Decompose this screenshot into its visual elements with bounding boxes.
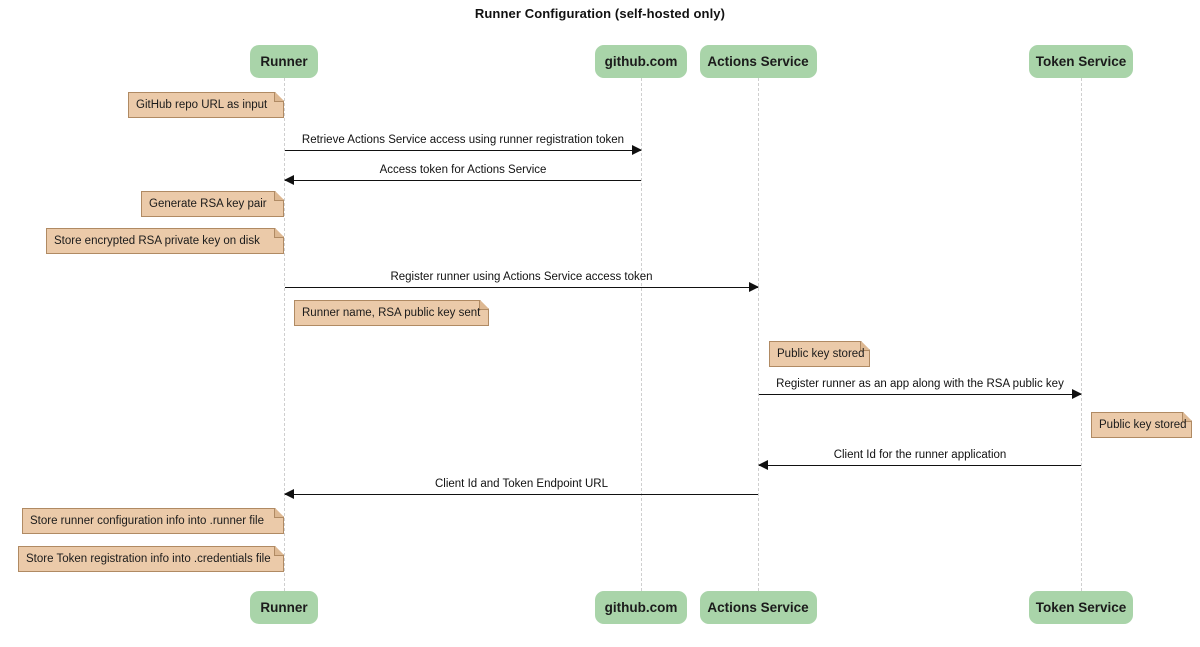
note-text: Public key stored: [777, 348, 865, 360]
participant-label: Actions Service: [707, 600, 809, 615]
note-fold-icon: [274, 547, 283, 556]
arrow-head-icon: [284, 175, 294, 185]
lifeline-token: [1081, 78, 1082, 591]
arrow-shaft: [759, 394, 1081, 395]
arrow-shaft: [759, 465, 1081, 466]
participant-label: github.com: [604, 600, 678, 615]
arrow-shaft: [285, 494, 758, 495]
message-label: Client Id and Token Endpoint URL: [434, 478, 609, 491]
lifeline-runner: [284, 78, 285, 591]
message-label: Client Id for the runner application: [833, 449, 1007, 462]
participant-label: github.com: [604, 54, 678, 69]
arrow-head-icon: [1072, 389, 1082, 399]
note-fold-icon: [274, 93, 283, 102]
note-fold-icon: [274, 192, 283, 201]
arrow-head-icon: [632, 145, 642, 155]
note-store-encrypted-key: Store encrypted RSA private key on disk: [46, 228, 284, 254]
page-title: Runner Configuration (self-hosted only): [474, 6, 726, 21]
note-public-key-stored-2: Public key stored: [1091, 412, 1192, 438]
participant-actions-bottom[interactable]: Actions Service: [699, 591, 817, 624]
note-fold-icon: [274, 229, 283, 238]
note-text: GitHub repo URL as input: [136, 99, 268, 111]
note-text: Runner name, RSA public key sent: [302, 307, 481, 319]
arrow-shaft: [285, 180, 641, 181]
participant-runner-bottom[interactable]: Runner: [250, 591, 318, 624]
participant-label: Actions Service: [707, 54, 809, 69]
participant-github-bottom[interactable]: github.com: [595, 591, 687, 624]
message-label: Retrieve Actions Service access using ru…: [301, 134, 625, 147]
participant-token-top[interactable]: Token Service: [1029, 45, 1133, 78]
message-label: Register runner using Actions Service ac…: [390, 271, 653, 284]
message-label: Register runner as an app along with the…: [776, 378, 1064, 391]
participant-label: Token Service: [1035, 54, 1127, 69]
arrow-shaft: [285, 150, 641, 151]
participant-github-top[interactable]: github.com: [595, 45, 687, 78]
note-runner-name-pubkey: Runner name, RSA public key sent: [294, 300, 489, 326]
note-store-runner-config: Store runner configuration info into .ru…: [22, 508, 284, 534]
participant-actions-top[interactable]: Actions Service: [699, 45, 817, 78]
note-fold-icon: [860, 342, 869, 351]
note-text: Store encrypted RSA private key on disk: [54, 235, 260, 247]
note-github-repo-url: GitHub repo URL as input: [128, 92, 284, 118]
message-label: Access token for Actions Service: [379, 164, 547, 177]
note-text: Public key stored: [1099, 419, 1187, 431]
lifeline-actions: [758, 78, 759, 591]
participant-token-bottom[interactable]: Token Service: [1029, 591, 1133, 624]
arrow-shaft: [285, 287, 758, 288]
participant-label: Runner: [260, 54, 308, 69]
participant-label: Runner: [260, 600, 308, 615]
note-text: Store runner configuration info into .ru…: [30, 515, 264, 527]
lifeline-github: [641, 78, 642, 591]
note-fold-icon: [479, 301, 488, 310]
note-text: Generate RSA key pair: [149, 198, 267, 210]
note-public-key-stored-1: Public key stored: [769, 341, 870, 367]
note-fold-icon: [1182, 413, 1191, 422]
arrow-head-icon: [284, 489, 294, 499]
note-fold-icon: [274, 509, 283, 518]
participant-runner-top[interactable]: Runner: [250, 45, 318, 78]
note-store-token-registration: Store Token registration info into .cred…: [18, 546, 284, 572]
note-text: Store Token registration info into .cred…: [26, 553, 271, 565]
arrow-head-icon: [749, 282, 759, 292]
arrow-head-icon: [758, 460, 768, 470]
participant-label: Token Service: [1035, 600, 1127, 615]
note-generate-rsa-key: Generate RSA key pair: [141, 191, 284, 217]
